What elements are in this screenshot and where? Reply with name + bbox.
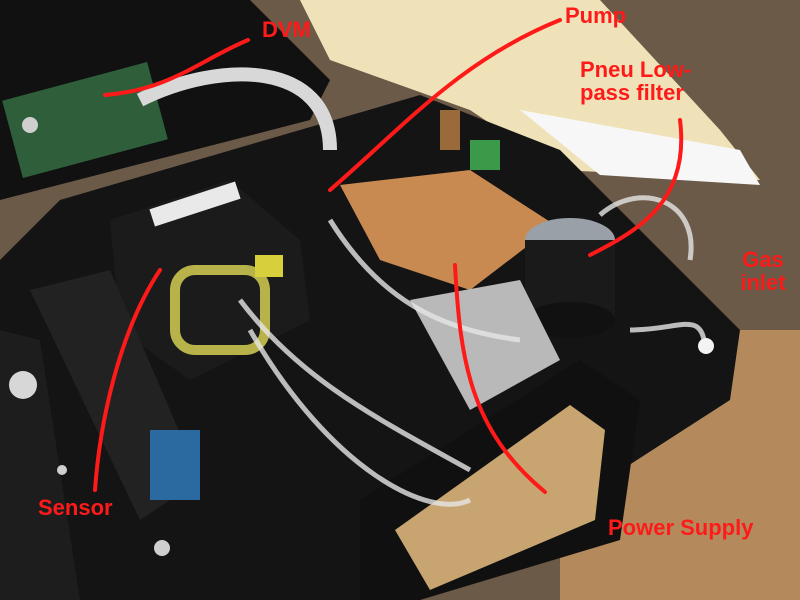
gas-label-line1: Gas <box>742 247 784 272</box>
dvm-ribbon-cable <box>136 67 337 151</box>
annotation-lines <box>93 18 684 494</box>
gas-inlet-port <box>698 338 714 354</box>
filter-label-line2: pass filter <box>580 80 684 106</box>
sensor-window <box>170 265 270 355</box>
pump-label: Pump <box>565 3 627 28</box>
gas-inlet-label: Gas inlet <box>728 248 798 294</box>
sensor-connector <box>150 430 200 500</box>
sensor-label: Sensor <box>38 495 113 520</box>
perfboard <box>340 170 555 290</box>
dvm-label: DVM <box>262 17 311 42</box>
pneu-lowpass-filter-label: Pneu Low- pass filter <box>580 58 730 104</box>
filter-label-line1: Pneu Low- <box>580 57 692 82</box>
gas-label-line2: inlet <box>740 270 786 296</box>
power-supply-label: Power Supply <box>608 515 754 540</box>
pump-block <box>410 280 560 410</box>
